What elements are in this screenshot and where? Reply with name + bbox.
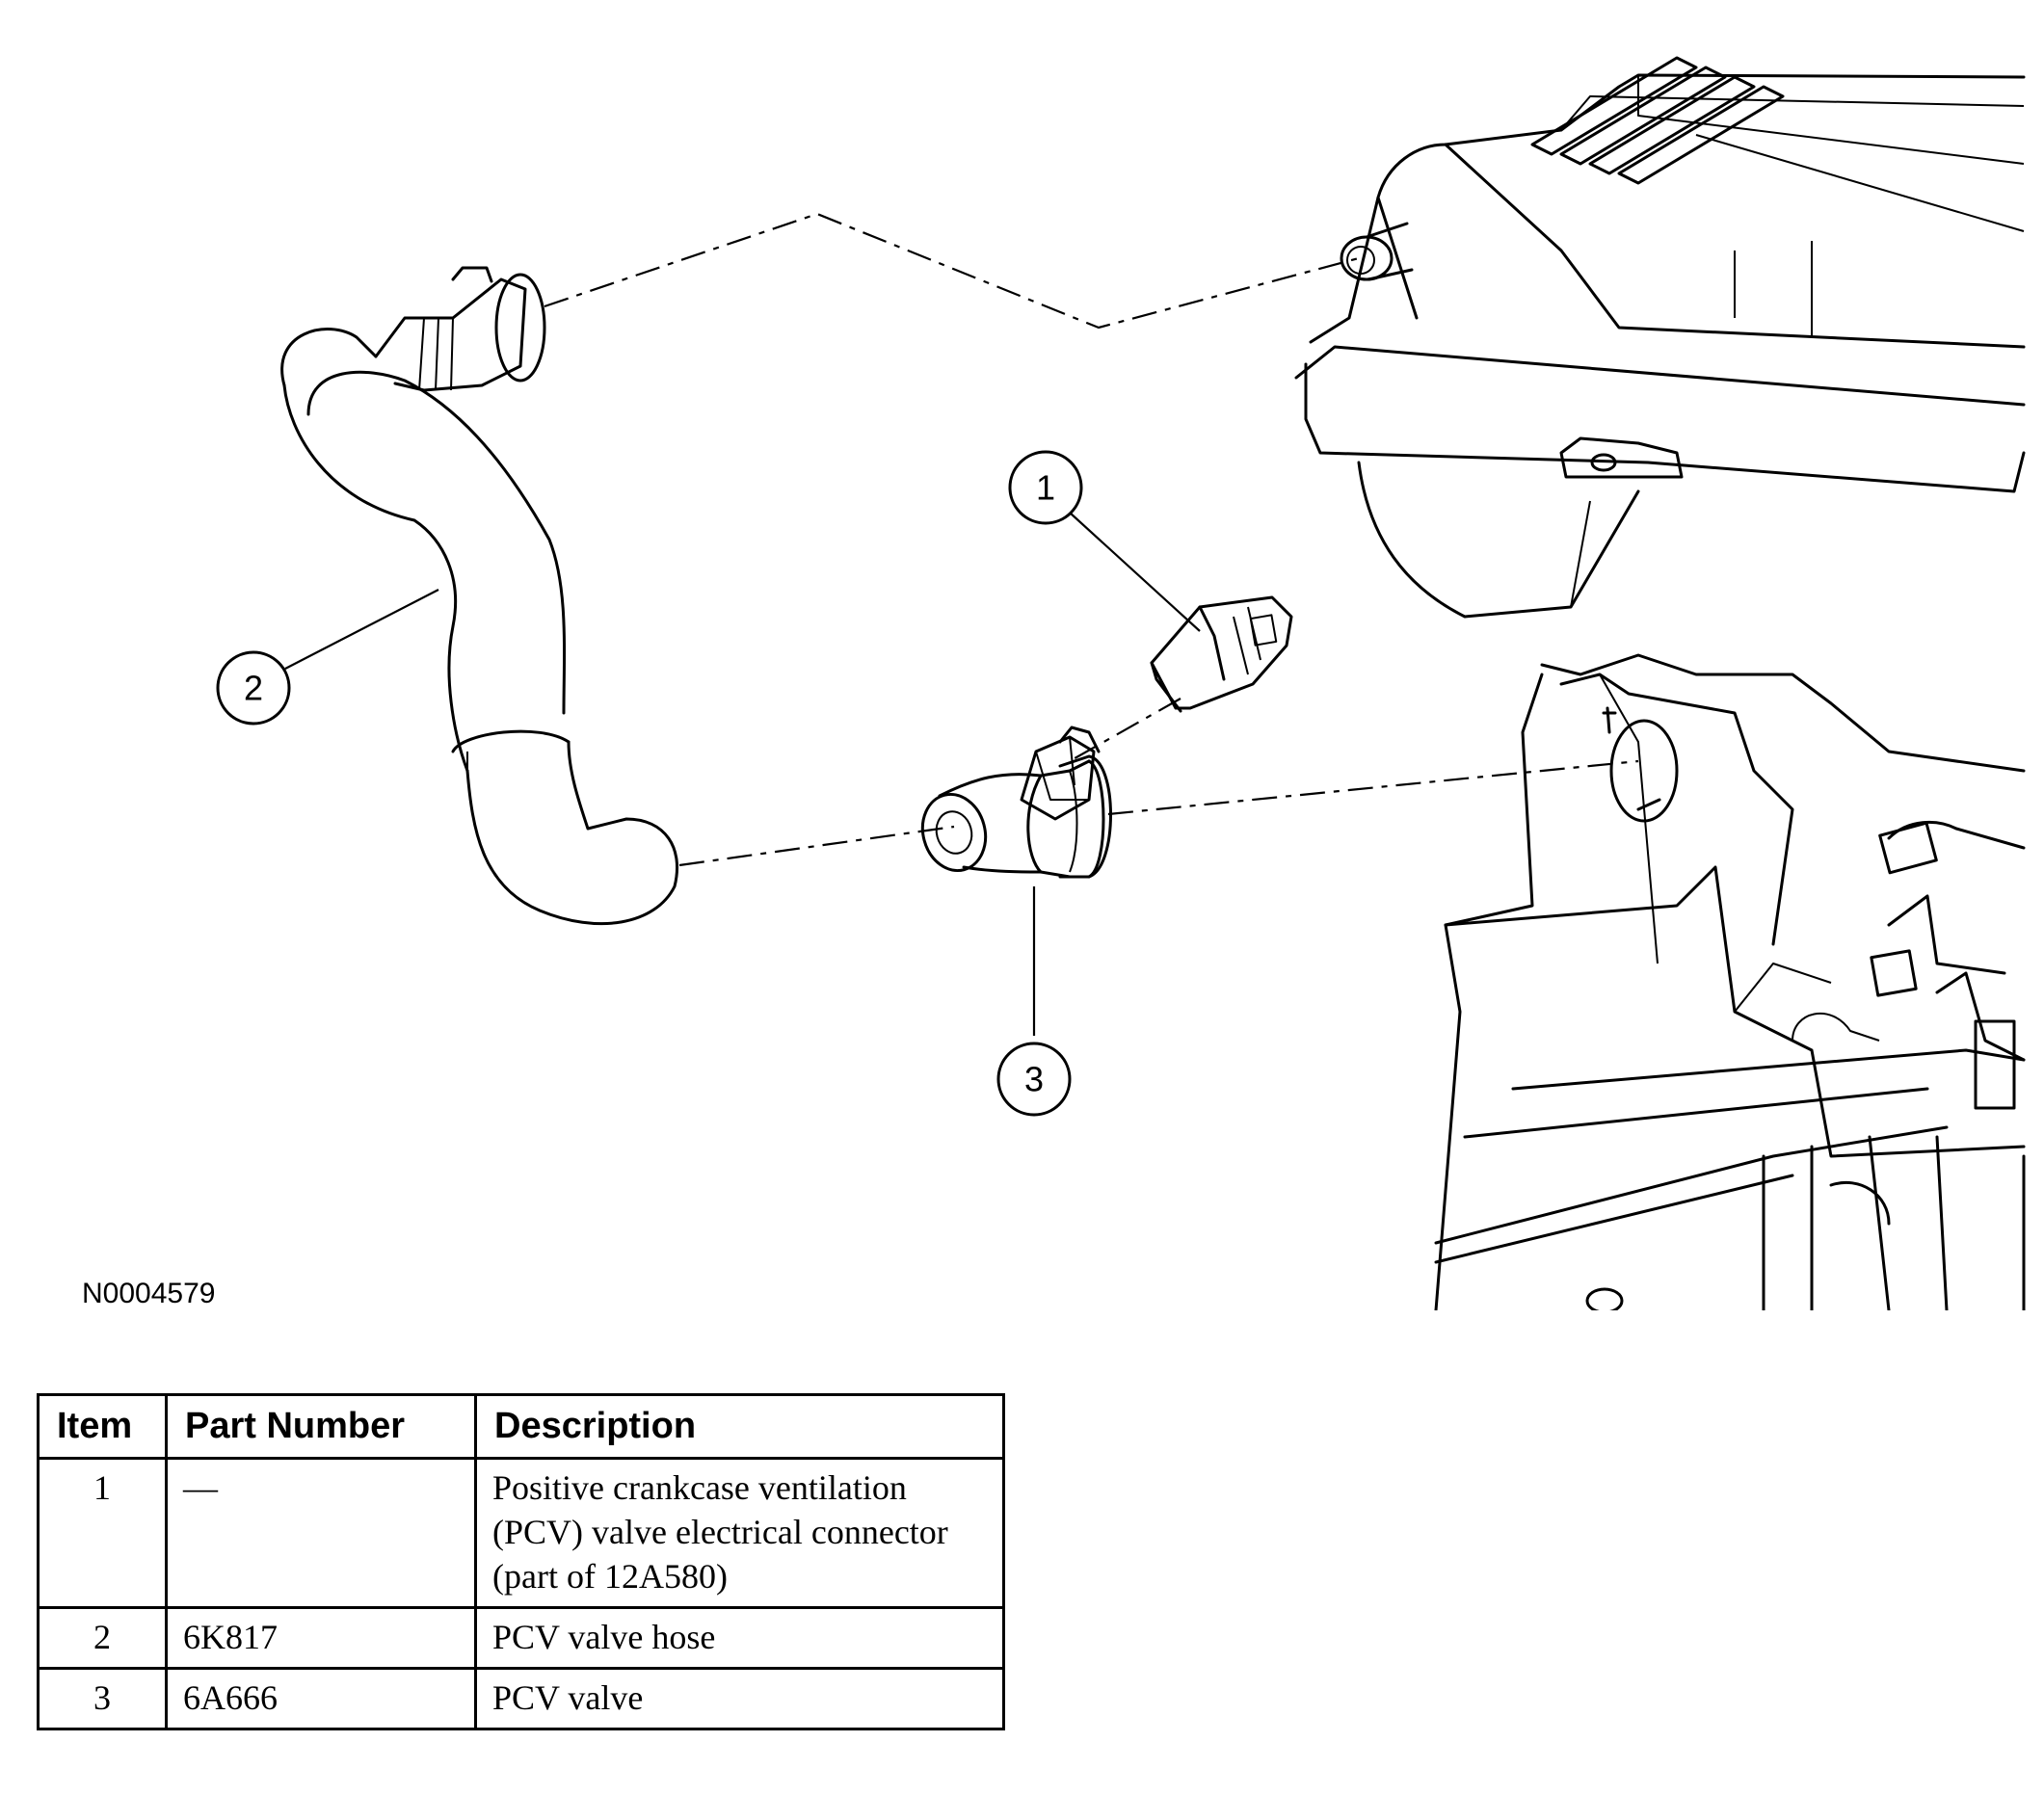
header-description: Description: [474, 1393, 1005, 1460]
figure-id: N0004579: [82, 1278, 216, 1309]
pcv-valve-hose: [280, 266, 679, 926]
leader-lines: [284, 512, 1201, 1036]
callout-1: 1: [1008, 450, 1083, 525]
header-item: Item: [37, 1393, 168, 1460]
header-part-number: Part Number: [165, 1393, 477, 1460]
table-row: 2 6K817 PCV valve hose: [37, 1606, 1005, 1670]
callout-2-label: 2: [244, 669, 263, 708]
row-part-number: —: [165, 1457, 477, 1609]
assembly-lines: [544, 212, 1639, 867]
row-description: PCV valve hose: [474, 1606, 1005, 1670]
pcv-valve-electrical-connector: [1150, 595, 1293, 713]
callout-1-label: 1: [1036, 468, 1055, 508]
row-item: 2: [37, 1606, 168, 1670]
pcv-valve: [920, 726, 1112, 879]
row-part-number: 6A666: [165, 1667, 477, 1730]
parts-table: Item Part Number Description 1 — Positiv…: [37, 1393, 1005, 1730]
exploded-view-illustration: 1 2 3: [216, 56, 2026, 1310]
table-header-row: Item Part Number Description: [37, 1393, 1005, 1460]
engine-intake-manifold: [1294, 56, 2026, 1310]
row-item: 1: [37, 1457, 168, 1609]
callout-2: 2: [216, 650, 291, 726]
row-description: PCV valve: [474, 1667, 1005, 1730]
row-part-number: 6K817: [165, 1606, 477, 1670]
callout-3-label: 3: [1024, 1060, 1044, 1099]
table-row: 1 — Positive crankcase ventilation (PCV)…: [37, 1457, 1005, 1609]
callout-3: 3: [996, 1042, 1072, 1117]
table-row: 3 6A666 PCV valve: [37, 1667, 1005, 1730]
row-item: 3: [37, 1667, 168, 1730]
row-description: Positive crankcase ventilation (PCV) val…: [474, 1457, 1005, 1609]
